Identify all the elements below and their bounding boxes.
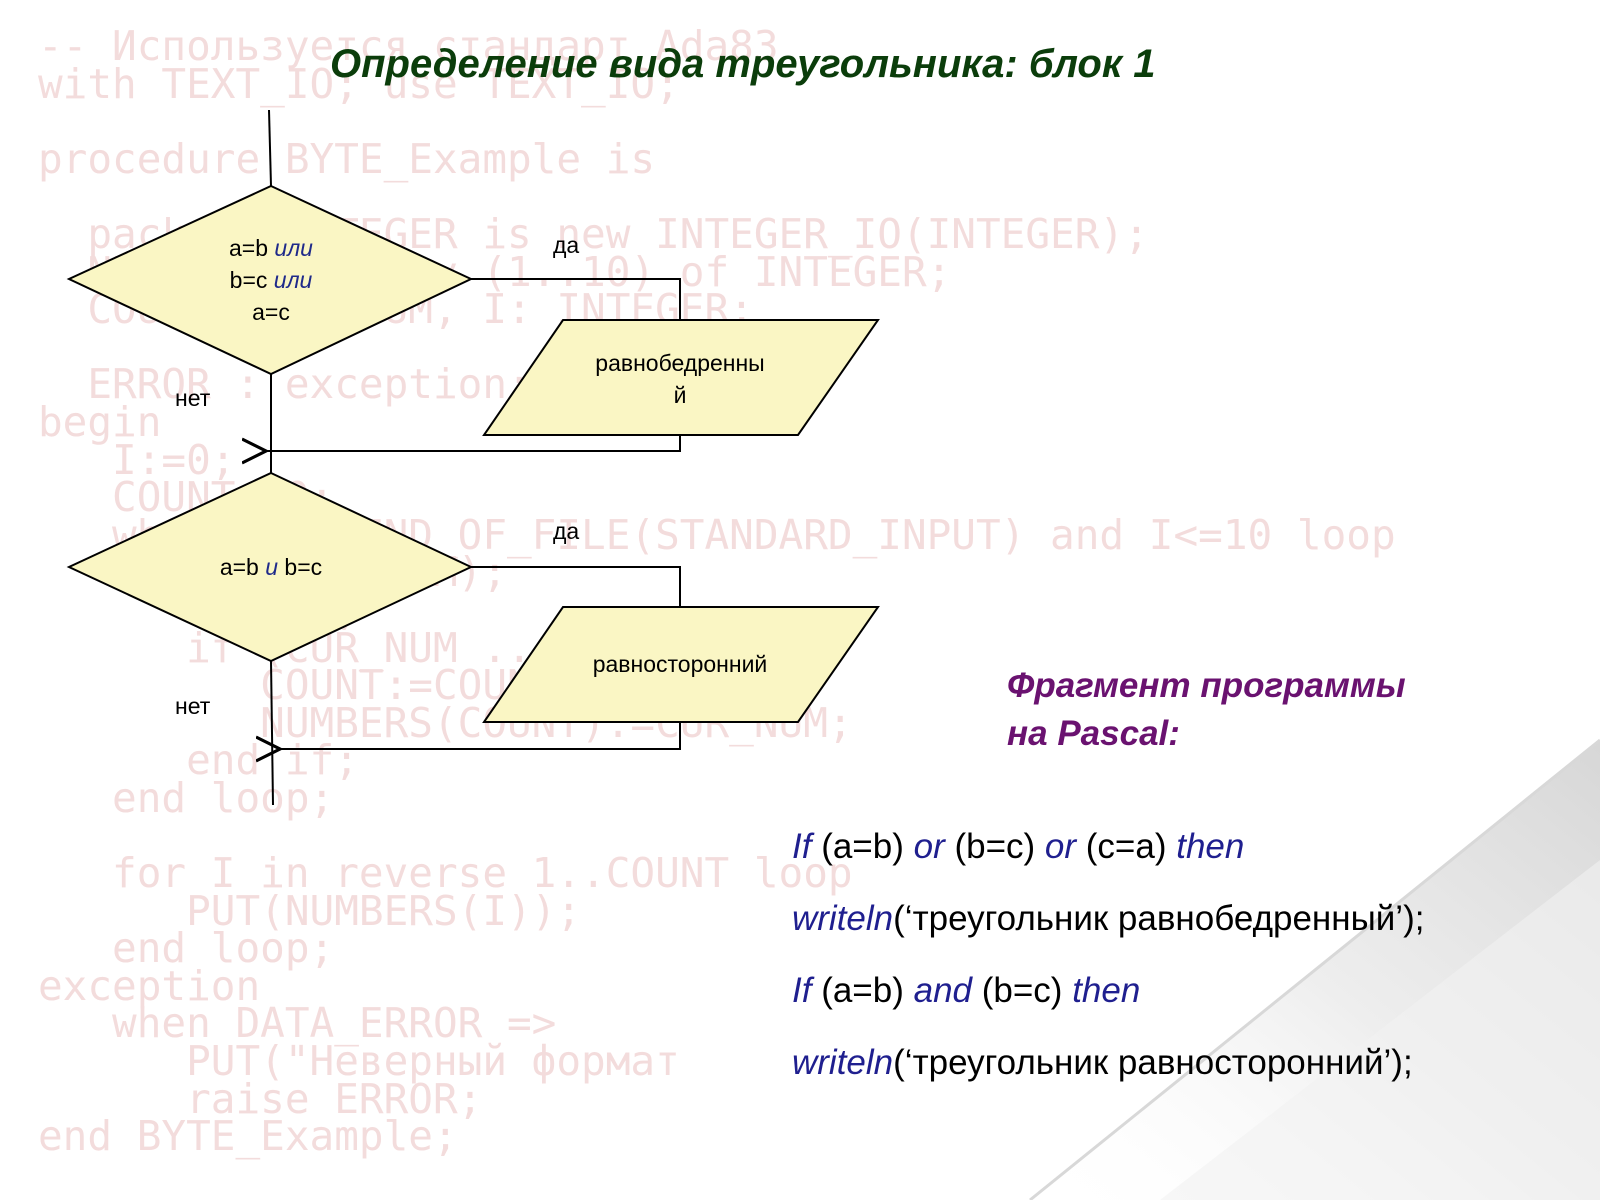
output-parallelogram-equilateral (482, 606, 880, 723)
decision2-condition: a=b и b=c (219, 554, 323, 580)
pascal-code-line-2: writeln(‘треугольник равнобедренный’); (792, 899, 1425, 938)
yes-label-2: да (553, 518, 580, 544)
output-parallelogram-isosceles (482, 319, 880, 436)
pascal-code-line-3: If (a=b) and (b=c) then (792, 971, 1141, 1010)
no-label-2: нет (175, 693, 211, 719)
yes-branch-connector-2 (471, 566, 681, 607)
return-connector-2 (280, 722, 681, 749)
entry-line (268, 109, 272, 187)
no-label-1: нет (175, 385, 211, 411)
fragment-heading: Фрагмент программы на Pascal: (1007, 666, 1406, 753)
page-title: Определение вида треугольника: блок 1 (330, 42, 1156, 86)
decision1-condition: a=b или b=c или a=c (229, 235, 313, 325)
yes-label-1: да (553, 232, 580, 258)
output2-text: равносторонний (592, 651, 768, 677)
pascal-code-line-4: writeln(‘треугольник равносторонний’); (792, 1043, 1413, 1082)
pascal-code-line-1: If (a=b) or (b=c) or (c=a) then (792, 827, 1245, 866)
no-branch-line-2 (270, 660, 274, 806)
output1-text: равнобедренны й (595, 350, 765, 408)
yes-branch-connector-1 (471, 278, 681, 320)
return-connector-1 (266, 435, 681, 451)
